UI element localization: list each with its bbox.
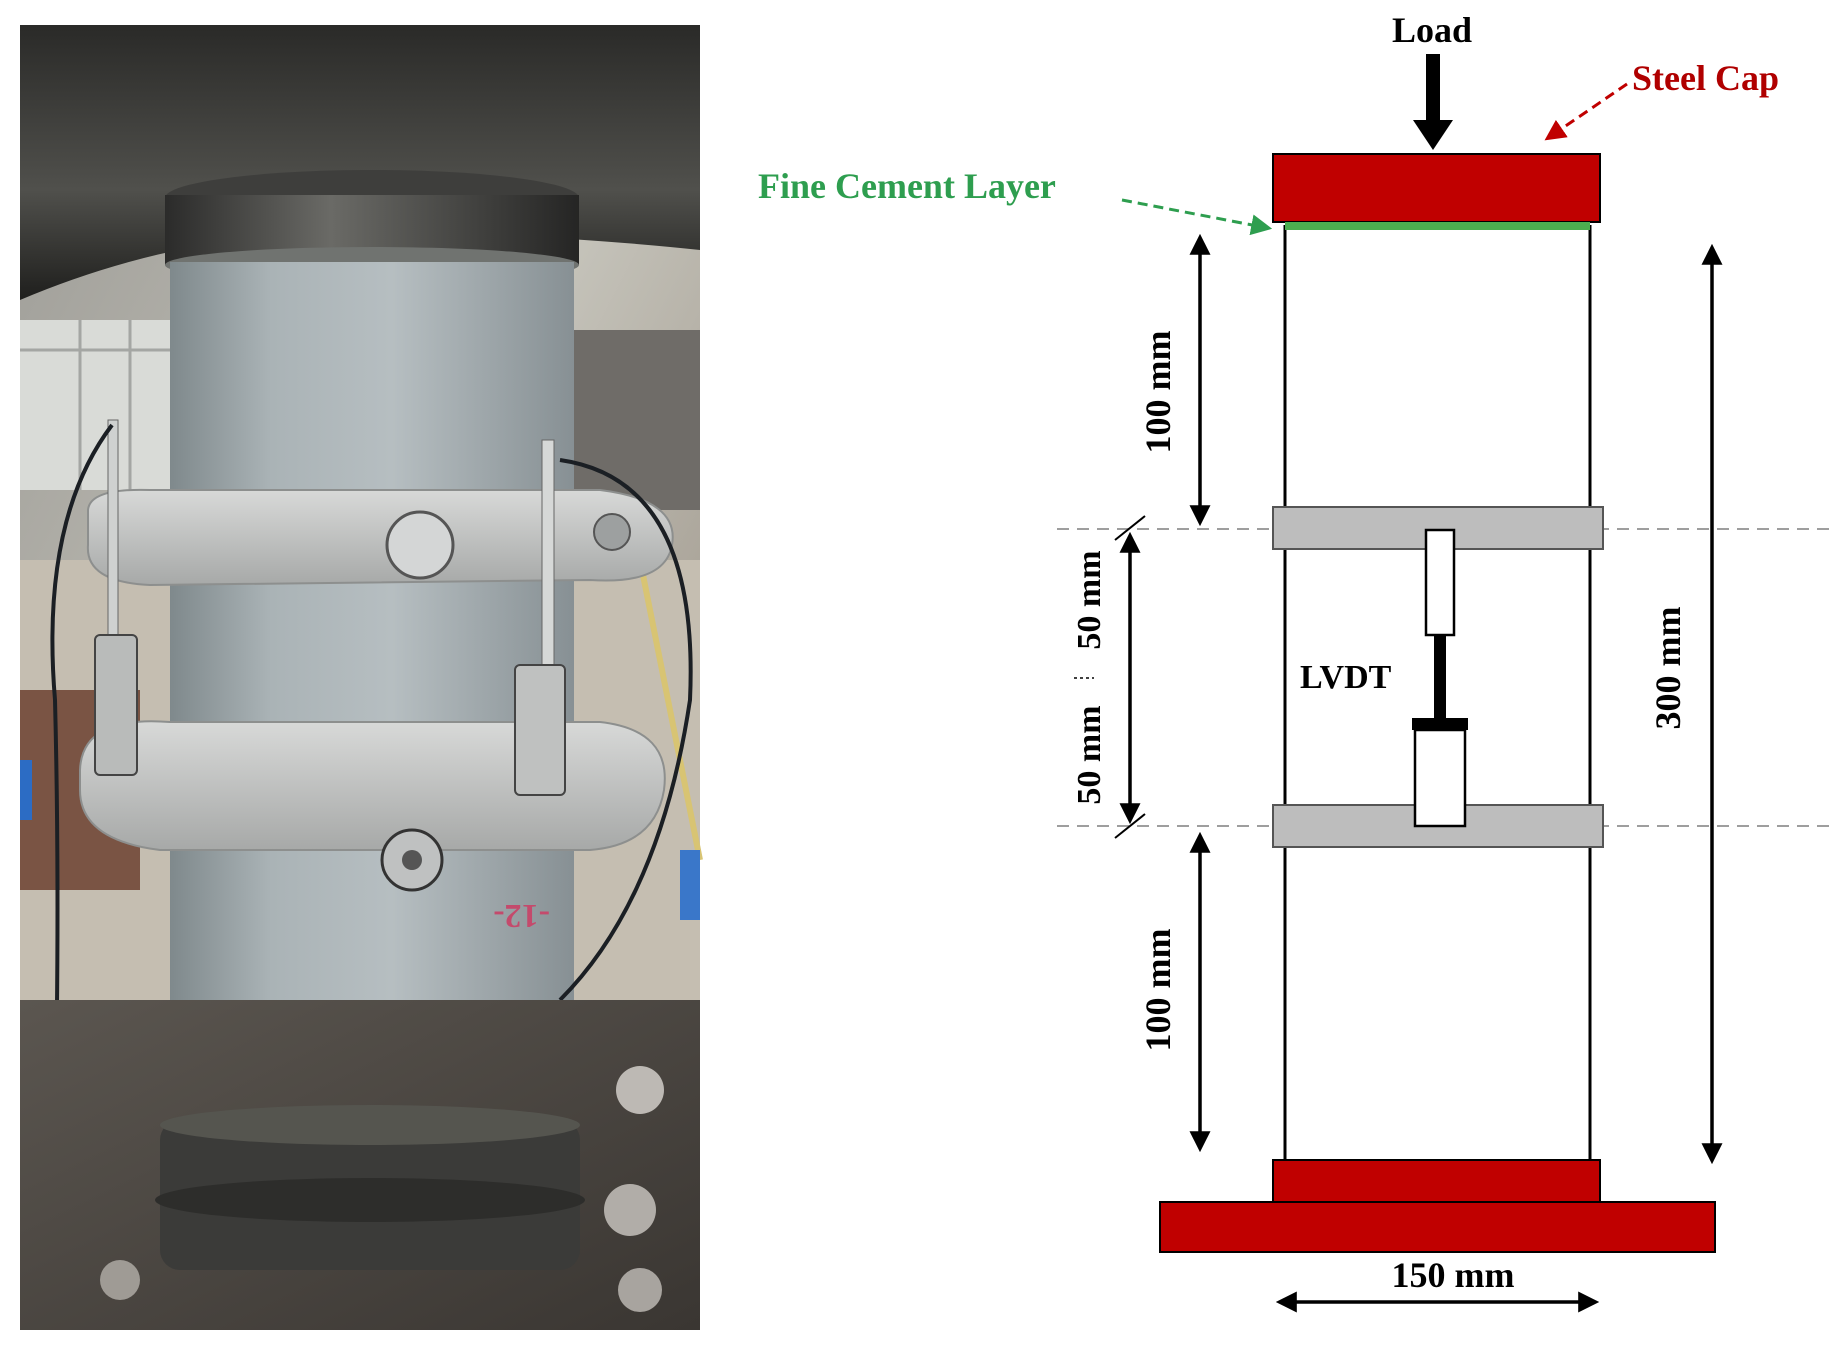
dim-top-100-label: 100 mm [1138, 331, 1178, 454]
base-plate [1159, 1201, 1716, 1253]
dim-gauge-upper-50-label: 50 mm [1071, 550, 1108, 649]
dim-gauge-tick-top [1114, 515, 1146, 541]
test-photo: -12- [20, 25, 703, 1330]
fine-cement-pointer [1121, 198, 1273, 236]
photo-lvdt-body-left [94, 634, 138, 776]
test-schematic: Load Steel Cap Fine Cement Layer LVDT 10… [758, 10, 1832, 1313]
dim-gauge-tick-bottom [1114, 813, 1146, 839]
photo-upper-ring-bolt [385, 510, 455, 580]
dim-width-150-label: 150 mm [1392, 1255, 1515, 1295]
bottom-steel-cap [1272, 1159, 1601, 1203]
photo-cable-right [558, 458, 693, 1002]
lvdt-lower-body [1413, 728, 1467, 828]
fine-cement-layer [1285, 222, 1590, 230]
steel-cap-label: Steel Cap [1632, 58, 1779, 98]
load-arrow-shaft [1426, 54, 1440, 124]
photo-concrete-cylinder [170, 262, 574, 1062]
photo-upper-ring [86, 488, 674, 587]
photo-cable-left [50, 423, 114, 1131]
photo-lower-ring [79, 720, 666, 851]
dim-gauge-lower-50-label: 50 mm [1071, 705, 1108, 804]
photo-window [20, 320, 175, 490]
dim-height-300-label: 300 mm [1648, 607, 1688, 730]
dim-bottom-100-label: 100 mm [1138, 929, 1178, 1052]
fine-cement-layer-label: Fine Cement Layer [758, 166, 1056, 206]
top-steel-cap [1272, 153, 1601, 223]
lvdt-upper-body [1424, 528, 1456, 637]
lvdt-plunger-head [1412, 718, 1468, 730]
photo-lvdt-body-right [514, 664, 566, 796]
steel-cap-pointer [1544, 82, 1628, 141]
photo-specimen-marking: -12- [493, 897, 550, 934]
lvdt-plunger [1434, 635, 1446, 720]
load-arrow-head [1413, 120, 1453, 150]
lvdt-label: LVDT [1300, 659, 1392, 696]
load-label: Load [1392, 10, 1472, 50]
